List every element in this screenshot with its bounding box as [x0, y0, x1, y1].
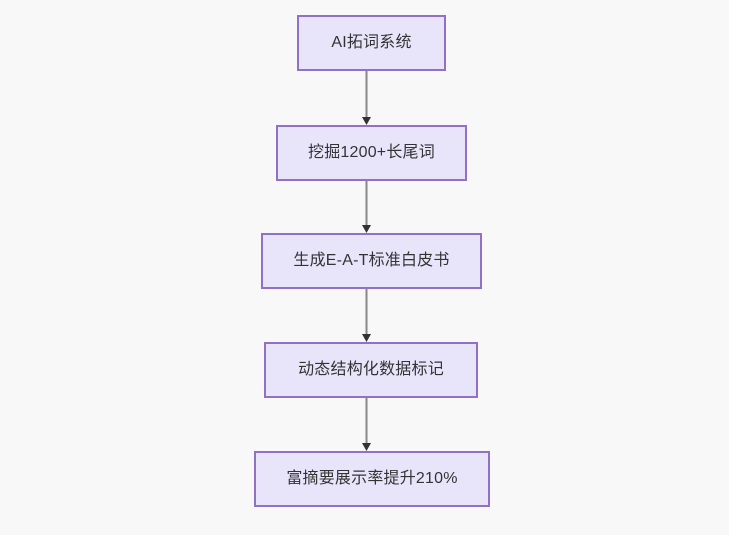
flow-connector-arrow: [361, 398, 372, 451]
flow-node-node-4[interactable]: 动态结构化数据标记: [264, 342, 478, 398]
flow-node-node-2[interactable]: 挖掘1200+长尾词: [276, 125, 467, 181]
flow-connector-arrow: [361, 71, 372, 125]
flow-node-label: 挖掘1200+长尾词: [308, 144, 435, 161]
flow-node-node-5[interactable]: 富摘要展示率提升210%: [254, 451, 490, 507]
flow-connector-arrow: [361, 181, 372, 233]
flow-node-node-1[interactable]: AI拓词系统: [297, 15, 446, 71]
flow-node-label: 生成E-A-T标准白皮书: [293, 252, 450, 269]
flow-node-node-3[interactable]: 生成E-A-T标准白皮书: [261, 233, 482, 289]
flow-node-label: 动态结构化数据标记: [298, 361, 444, 378]
flow-node-label: AI拓词系统: [331, 34, 412, 51]
flow-node-label: 富摘要展示率提升210%: [286, 470, 458, 487]
flow-connector-arrow: [361, 289, 372, 342]
